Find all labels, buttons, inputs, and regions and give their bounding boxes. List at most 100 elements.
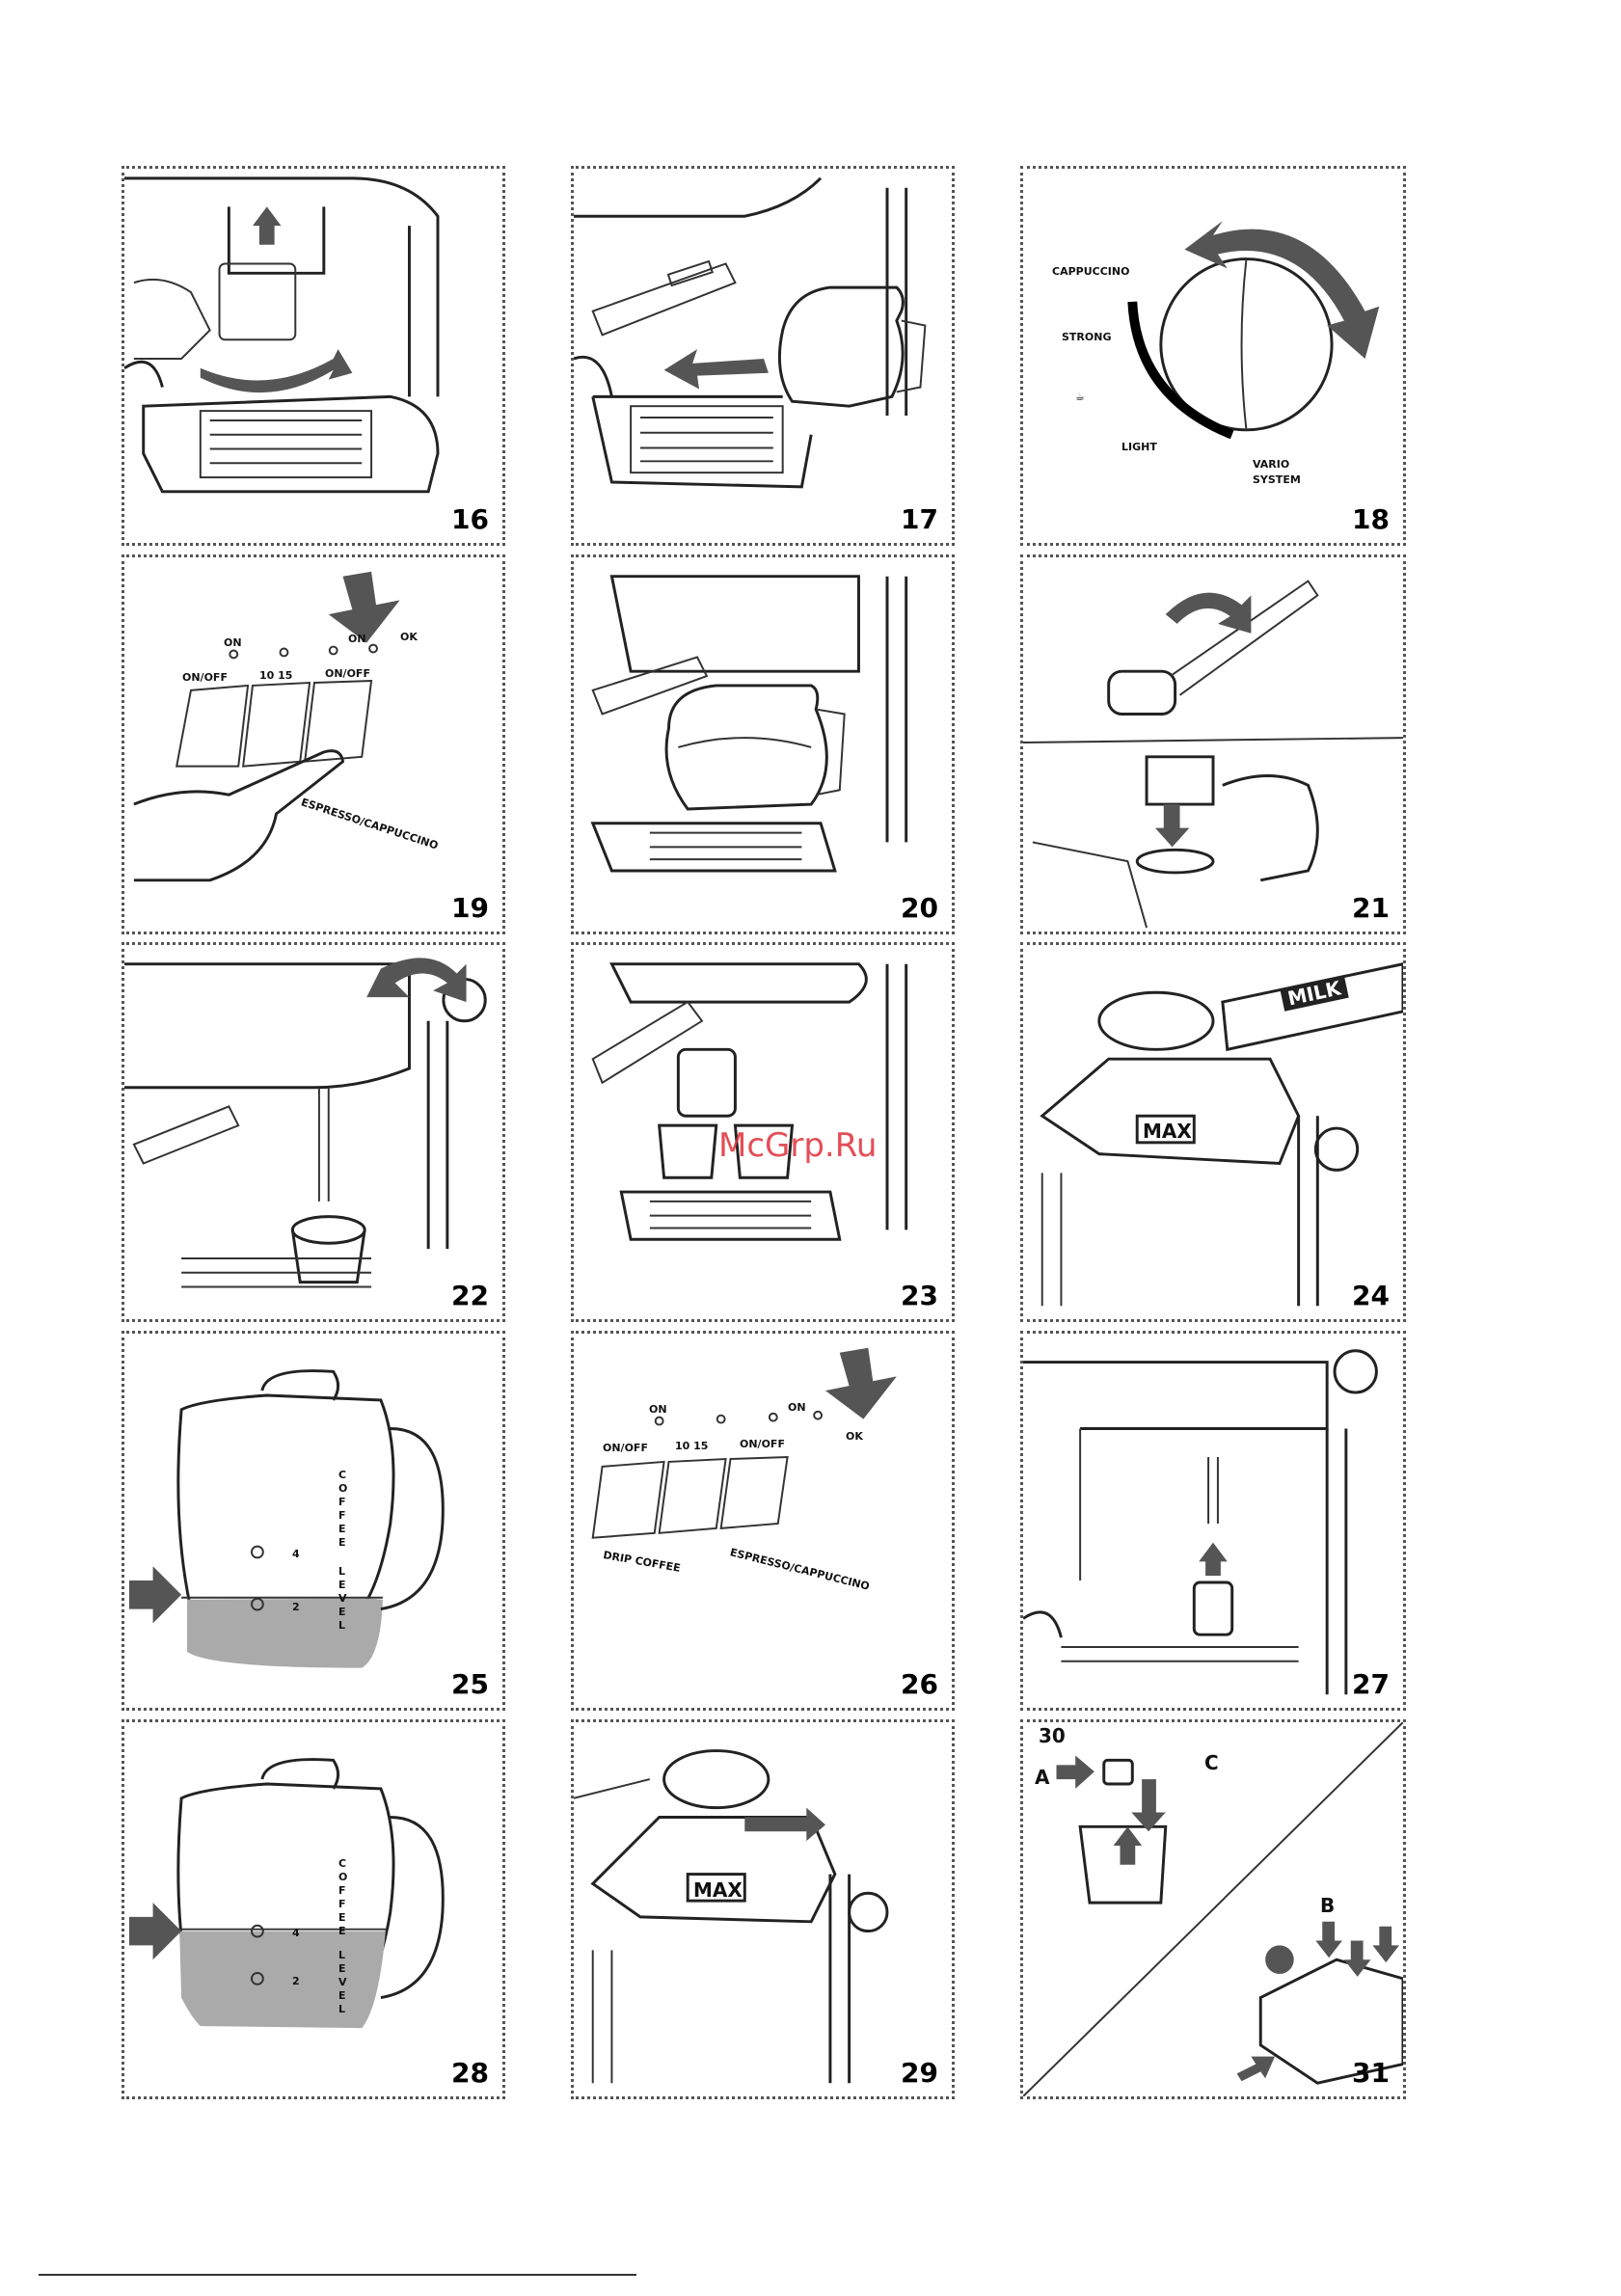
arrow-icon [1057, 1755, 1094, 1788]
arrow-icon [1199, 1543, 1228, 1576]
arrow-icon [1344, 1940, 1371, 1976]
arrow-icon [253, 206, 282, 244]
figure-number: 29 [901, 2057, 938, 2089]
figure-number: 20 [901, 892, 938, 924]
knob-icon [850, 1893, 887, 1931]
figure-number: 16 [451, 503, 489, 535]
figure-number: 31 [1352, 2057, 1390, 2089]
figure-number: 18 [1352, 503, 1390, 535]
arrow-icon [664, 349, 769, 389]
figure-30-number: 30 [1039, 1724, 1066, 1747]
label-c: C [1204, 1751, 1219, 1774]
carafe-icon [666, 686, 826, 809]
figure-28: COFFEE LEVEL 4 2 28 [122, 1719, 505, 2099]
figure-number: 24 [1352, 1280, 1390, 1311]
max-label: MAX [1143, 1120, 1192, 1143]
cup-icon [660, 1125, 716, 1177]
label-on-off: ON/OFF [182, 671, 228, 684]
milk-reservoir-fill-illustration [574, 1722, 952, 2096]
carafe-coffee-level-high-illustration [124, 1722, 502, 2096]
label-b: B [1320, 1894, 1335, 1917]
label-vario: VARIO [1253, 458, 1289, 471]
knob-icon [1335, 1351, 1376, 1392]
knob-icon [1315, 1128, 1357, 1170]
steam-knob-illustration [124, 945, 502, 1319]
carafe-placement-illustration [574, 169, 952, 543]
arrow-icon [1155, 804, 1189, 847]
figure-27: 27 [1020, 1331, 1406, 1711]
figure-25: COFFEE LEVEL 4 2 25 [122, 1331, 505, 1711]
label-ok: OK [400, 631, 418, 643]
figure-number: 22 [451, 1280, 489, 1311]
figure-number: 26 [901, 1668, 938, 1700]
coffee-label: COFFEE [338, 1857, 350, 1938]
level-four: 4 [292, 1548, 300, 1560]
figure-number: 28 [451, 2057, 489, 2089]
label-ok: OK [846, 1430, 863, 1443]
level-label: LEVEL [338, 1949, 350, 2016]
hand-icon [1223, 775, 1317, 879]
label-system: SYSTEM [1253, 473, 1301, 486]
label-cappuccino: CAPPUCCINO [1052, 265, 1129, 278]
figure-number: 17 [901, 503, 938, 535]
finger-icon [134, 751, 343, 880]
level-two: 2 [292, 1975, 300, 1987]
arrow-icon [1237, 2057, 1275, 2082]
cleaning-parts-illustration [1023, 1722, 1403, 2096]
arrow-icon [1114, 1826, 1143, 1864]
figure-20: 20 [571, 554, 955, 934]
figure-18: CAPPUCCINO STRONG LIGHT VARIO SYSTEM ☕ 1… [1020, 166, 1406, 546]
figure-19: ON ON OK ON/OFF 10 15 ON/OFF ESPRESSO/CA… [122, 554, 505, 934]
figure-16: 16 [122, 166, 505, 546]
figure-24: MILK MAX 24 [1020, 942, 1406, 1322]
level-two: 2 [292, 1601, 300, 1613]
cup-icon: ☕ [1075, 391, 1085, 403]
bottom-rule [39, 2274, 636, 2276]
carafe-icon [779, 287, 903, 406]
max-label: MAX [693, 1878, 743, 1902]
watermark-text: McGrp.Ru [718, 1126, 877, 1165]
carafe-icon [178, 1395, 393, 1609]
milk-reservoir-illustration [1023, 945, 1403, 1319]
figure-number: 27 [1352, 1668, 1390, 1700]
arrow-icon [1315, 1922, 1342, 1958]
arrow-icon [825, 1348, 897, 1419]
figure-21: 21 [1020, 554, 1406, 934]
figure-number: 21 [1352, 892, 1390, 924]
vario-system-dial-illustration [1023, 169, 1403, 543]
figure-17: 17 [571, 166, 955, 546]
label-on-off: ON/OFF [603, 1442, 648, 1454]
label-on-off: ON/OFF [740, 1438, 785, 1450]
figure-number: 23 [901, 1280, 938, 1311]
espresso-filter-holder-illustration [124, 169, 502, 543]
control-panel-press-illustration [124, 557, 502, 932]
carafe-coffee-level-low-illustration [124, 1334, 502, 1708]
arrow-icon [744, 1808, 825, 1841]
label-strong: STRONG [1062, 331, 1111, 343]
label-on: ON [788, 1401, 806, 1414]
coffee-label: COFFEE [338, 1469, 350, 1550]
carafe-brewing-illustration [574, 557, 952, 932]
arrow-icon [1131, 1779, 1165, 1831]
level-label: LEVEL [338, 1565, 350, 1633]
figure-number: 25 [451, 1668, 489, 1700]
figure-29: MAX 29 [571, 1719, 955, 2099]
arrow-icon [129, 1903, 181, 1959]
arrow-icon [1166, 593, 1252, 634]
figure-22: 22 [122, 942, 505, 1322]
figure-30-31: 30 A C B 31 [1020, 1719, 1406, 2099]
figure-26: ON ON OK ON/OFF 10 15 ON/OFF DRIP COFFEE… [571, 1331, 955, 1711]
arrow-icon [1184, 221, 1379, 359]
label-temp: 10 15 [675, 1440, 708, 1452]
label-a: A [1035, 1766, 1049, 1789]
label-on: ON [348, 633, 366, 645]
milk-jug-icon [292, 1217, 365, 1244]
label-on: ON [224, 636, 242, 649]
figure-number: 19 [451, 892, 489, 924]
label-temp: 10 15 [259, 669, 292, 682]
arrow-icon [1372, 1927, 1399, 1962]
drip-coffee-button-illustration [574, 1334, 952, 1708]
label-on: ON [649, 1403, 667, 1416]
label-on-off: ON/OFF [325, 667, 370, 680]
filter-holder-tamping-illustration [1023, 557, 1403, 932]
